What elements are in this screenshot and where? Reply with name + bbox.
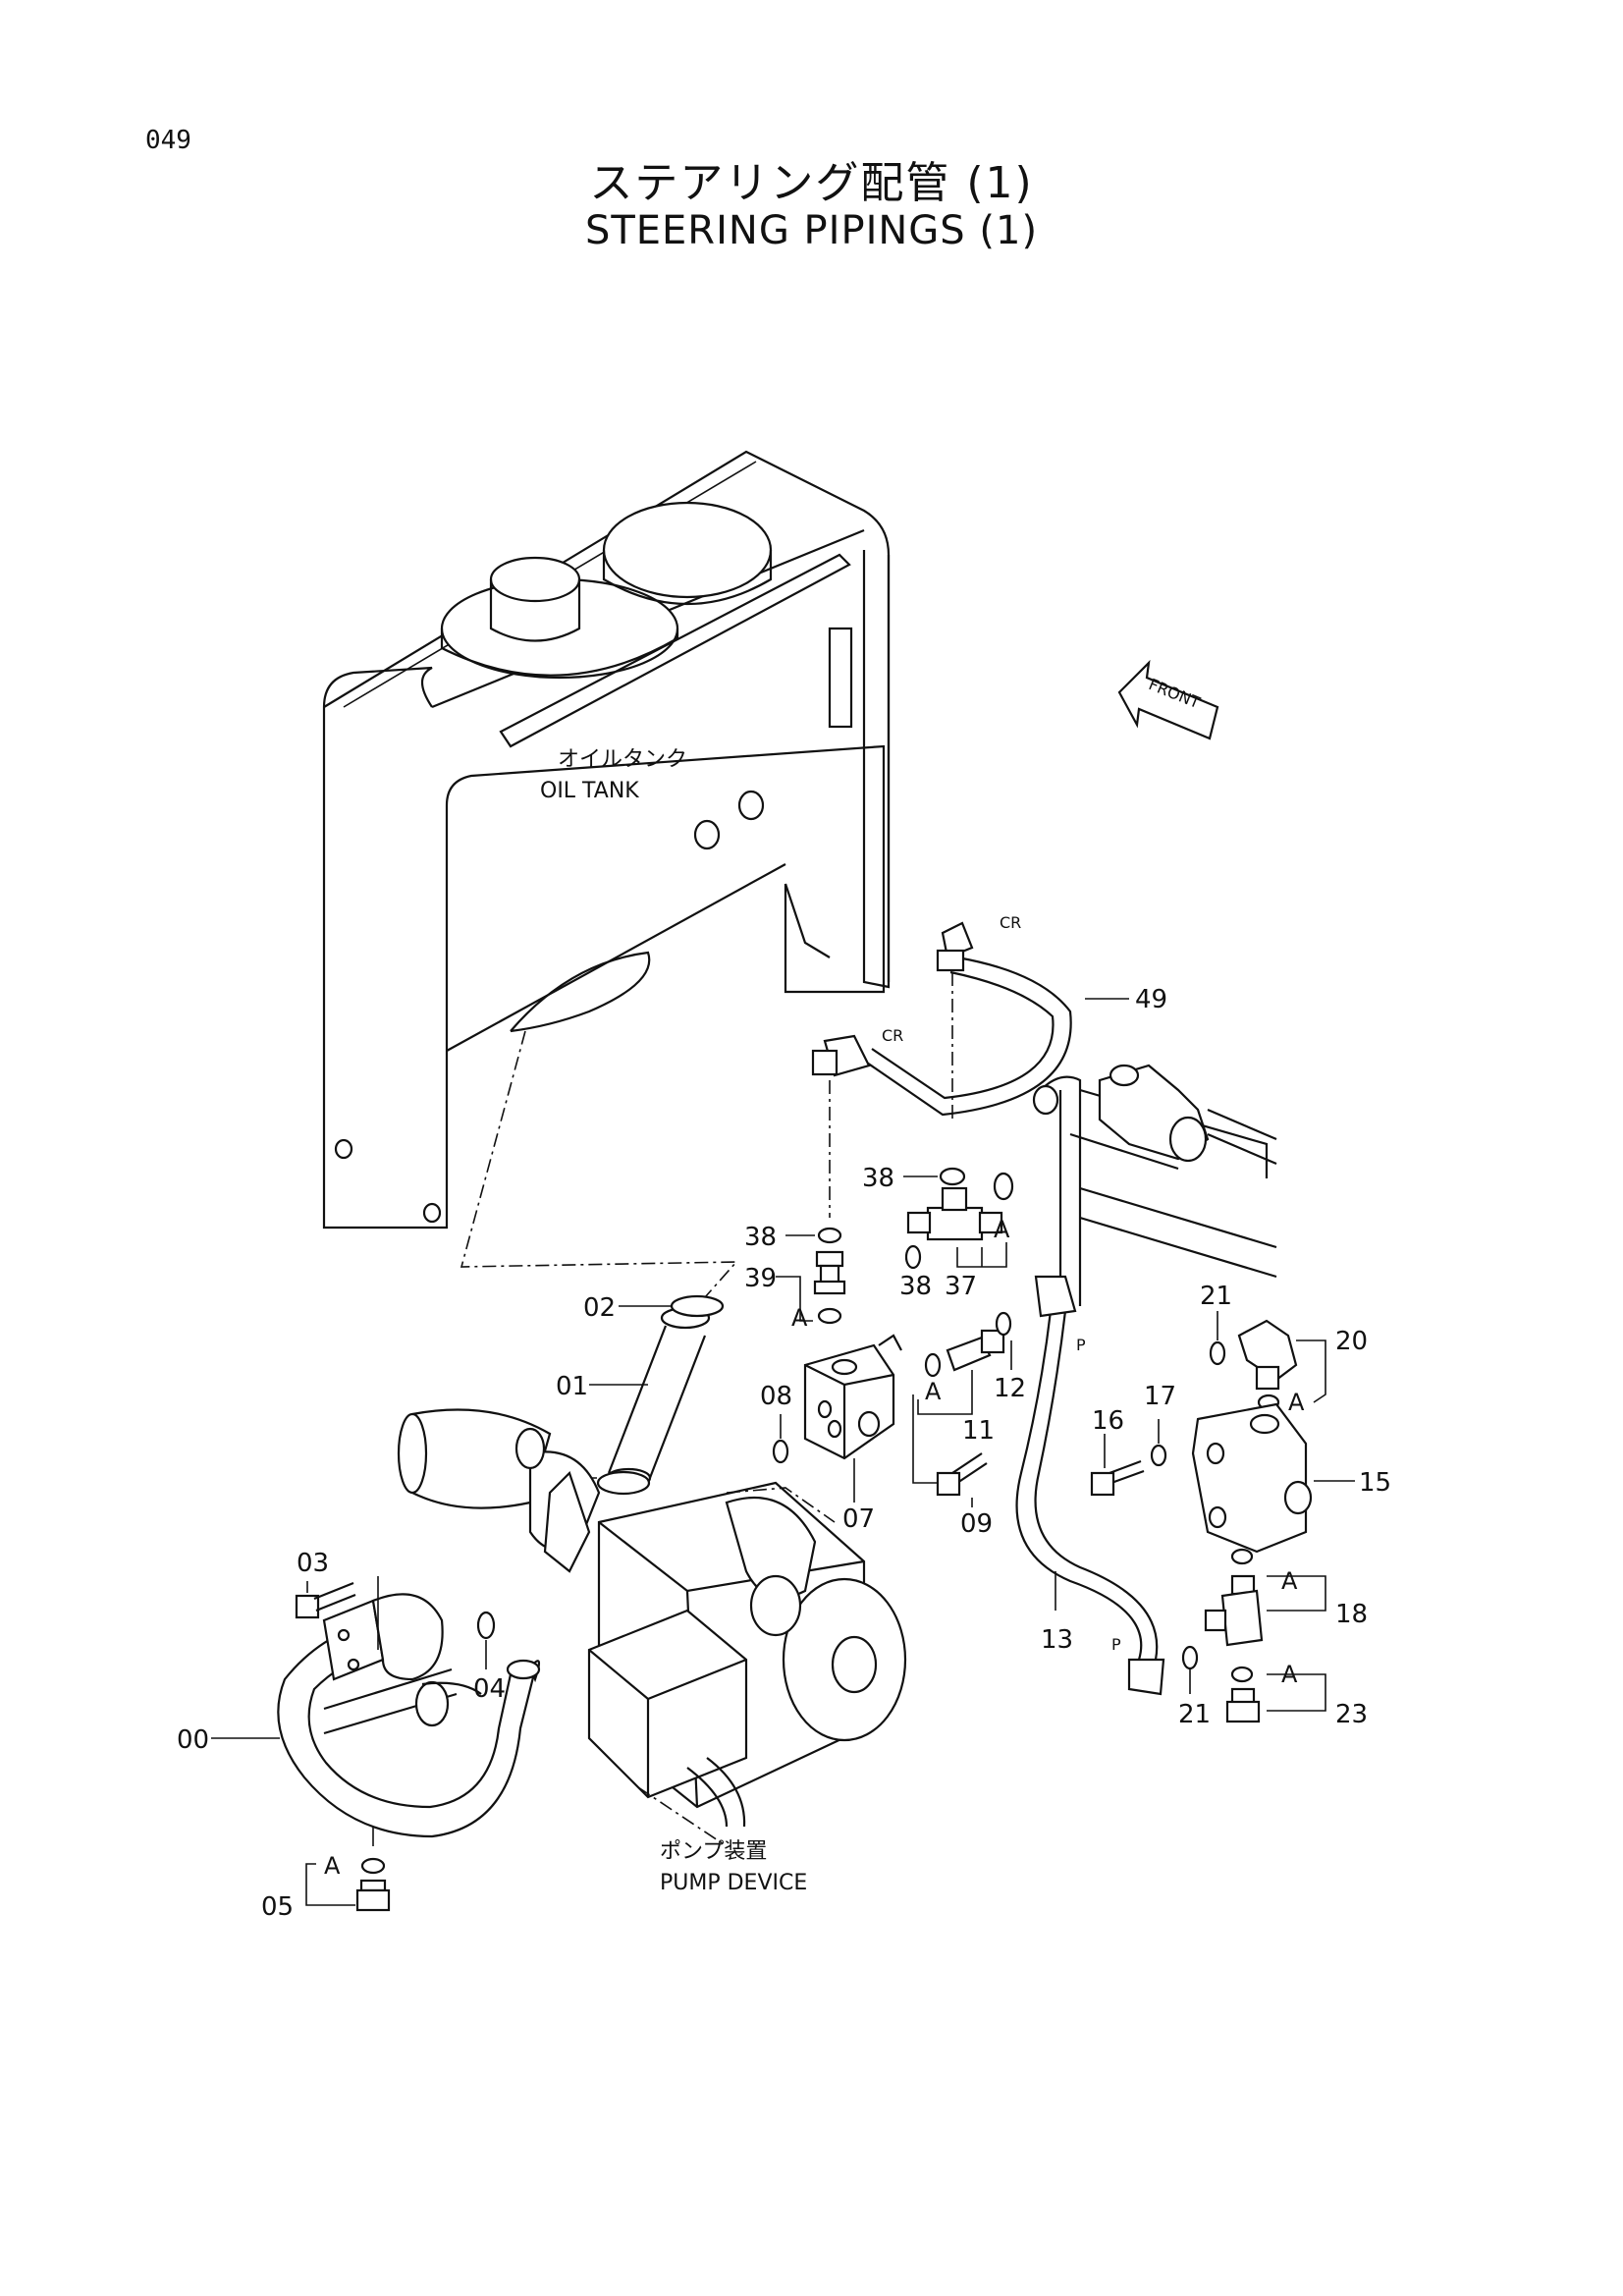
callout-21-lower: 21 [1178, 1700, 1211, 1729]
a-label-05: A [324, 1852, 341, 1880]
a-label-37: A [994, 1216, 1010, 1243]
a-label-11: A [925, 1378, 942, 1405]
tee-fitting-37 [906, 1186, 1003, 1241]
title-japanese: ステアリング配管 (1) [589, 158, 1034, 208]
bolt-03 [295, 1581, 356, 1619]
a-label-39: A [791, 1304, 808, 1332]
page-number: 049 [145, 126, 191, 155]
callout-38-upper: 38 [862, 1164, 894, 1193]
callout-03: 03 [297, 1549, 329, 1578]
callout-02-upper: 02 [583, 1293, 616, 1323]
pump-label-en: PUMP DEVICE [660, 1871, 807, 1895]
bolt-16 [1090, 1459, 1145, 1497]
title-english: STEERING PIPINGS (1) [584, 208, 1039, 253]
pump-label-jp: ポンプ装置 [660, 1839, 767, 1864]
callout-38-lower: 38 [899, 1272, 932, 1301]
clamp-02-lower [596, 1470, 651, 1496]
callout-21-upper: 21 [1200, 1282, 1232, 1311]
callout-39: 39 [744, 1264, 777, 1293]
hose-13: P P [1015, 1275, 1165, 1696]
cr-label-bottom: CR [882, 1026, 903, 1045]
callout-37: 37 [945, 1272, 977, 1301]
callout-07: 07 [842, 1504, 875, 1534]
front-arrow-icon: FRONT [1117, 659, 1219, 740]
oil-tank [322, 450, 891, 1230]
valve-15 [1191, 1402, 1313, 1554]
clamp-02-upper [670, 1294, 725, 1318]
connector-11 [946, 1329, 1005, 1372]
callout-08: 08 [760, 1382, 792, 1411]
callout-00: 00 [177, 1725, 209, 1755]
pump-device [397, 1408, 907, 1828]
callout-11: 11 [962, 1416, 995, 1446]
elbow-20 [1237, 1319, 1298, 1391]
callout-20: 20 [1335, 1327, 1368, 1356]
bolt-09 [936, 1452, 988, 1497]
oil-tank-label-jp: オイルタンク [558, 747, 687, 772]
p-label-top: P [1076, 1336, 1086, 1354]
oil-tank-label-en: OIL TANK [540, 779, 639, 803]
cr-label-top: CR [1000, 913, 1021, 932]
a-label-23: A [1281, 1661, 1298, 1688]
front-label: FRONT [1146, 675, 1203, 712]
callout-49: 49 [1135, 985, 1167, 1014]
callout-13: 13 [1041, 1625, 1073, 1655]
callout-18: 18 [1335, 1600, 1368, 1629]
hose-49: CR CR [811, 913, 1072, 1117]
steering-pipe-frame [1032, 1064, 1277, 1306]
callout-23: 23 [1335, 1700, 1368, 1729]
callout-04: 04 [473, 1674, 506, 1704]
callout-09: 09 [960, 1509, 993, 1539]
p-label-bottom: P [1111, 1635, 1121, 1654]
callout-17: 17 [1144, 1382, 1176, 1411]
valve-block-07 [803, 1334, 902, 1460]
hose-01 [605, 1306, 711, 1489]
plug-23 [1225, 1687, 1261, 1723]
suction-pipe-00 [277, 1593, 541, 1838]
callout-12: 12 [994, 1374, 1026, 1403]
fitting-18 [1204, 1574, 1264, 1647]
callout-01: 01 [556, 1372, 588, 1401]
plug-05 [355, 1879, 391, 1912]
connector-39 [813, 1250, 846, 1295]
callout-38-mid: 38 [744, 1223, 777, 1252]
a-label-18: A [1281, 1567, 1298, 1595]
callout-15: 15 [1359, 1468, 1391, 1498]
callout-16: 16 [1092, 1406, 1124, 1436]
a-label-20: A [1288, 1389, 1305, 1416]
callout-05: 05 [261, 1892, 294, 1922]
